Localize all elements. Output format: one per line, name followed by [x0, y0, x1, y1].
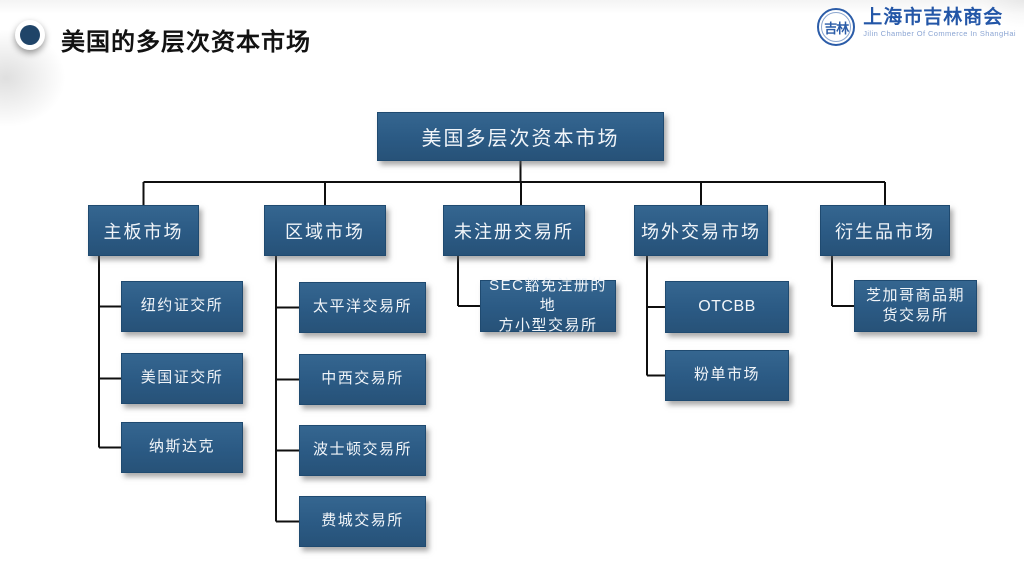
- node-pink-sheet-market: 粉单市场: [665, 350, 789, 401]
- emblem-text: 吉林: [824, 20, 849, 36]
- node-nyse: 纽约证交所: [121, 281, 243, 332]
- node-pacific-exchange: 太平洋交易所: [299, 282, 426, 333]
- node-derivatives-market: 衍生品市场: [820, 205, 950, 256]
- node-nasdaq: 纳斯达克: [121, 422, 243, 473]
- node-us-multilevel-capital-market: 美国多层次资本市场: [377, 112, 664, 161]
- node-sec-exempt-small-exchanges: SEC豁免注册的地 方小型交易所: [480, 277, 616, 334]
- node-regional-market: 区域市场: [264, 205, 386, 256]
- organization-logo: 吉林 上海市吉林商会 Jilin Chamber Of Commerce In …: [817, 7, 1016, 46]
- node-otc-market: 场外交易市场: [634, 205, 768, 256]
- node-midwest-exchange: 中西交易所: [299, 354, 426, 405]
- title-bullet-dot: [20, 25, 40, 45]
- node-amex: 美国证交所: [121, 353, 243, 404]
- node-unregistered-exchanges: 未注册交易所: [443, 205, 585, 256]
- node-boston-exchange: 波士顿交易所: [299, 425, 426, 476]
- node-main-board-market: 主板市场: [88, 205, 199, 256]
- title-bullet-icon: [15, 20, 45, 50]
- node-otcbb: OTCBB: [665, 281, 789, 333]
- jilin-emblem-icon: 吉林: [817, 8, 856, 46]
- logo-name-cn: 上海市吉林商会: [863, 7, 1004, 28]
- page-title: 美国的多层次资本市场: [61, 29, 311, 56]
- logo-name-en: Jilin Chamber Of Commerce In ShangHai: [863, 29, 1016, 38]
- node-cme-futures-exchange: 芝加哥商品期 货交易所: [854, 280, 977, 332]
- node-philadelphia-exchange: 费城交易所: [299, 496, 426, 547]
